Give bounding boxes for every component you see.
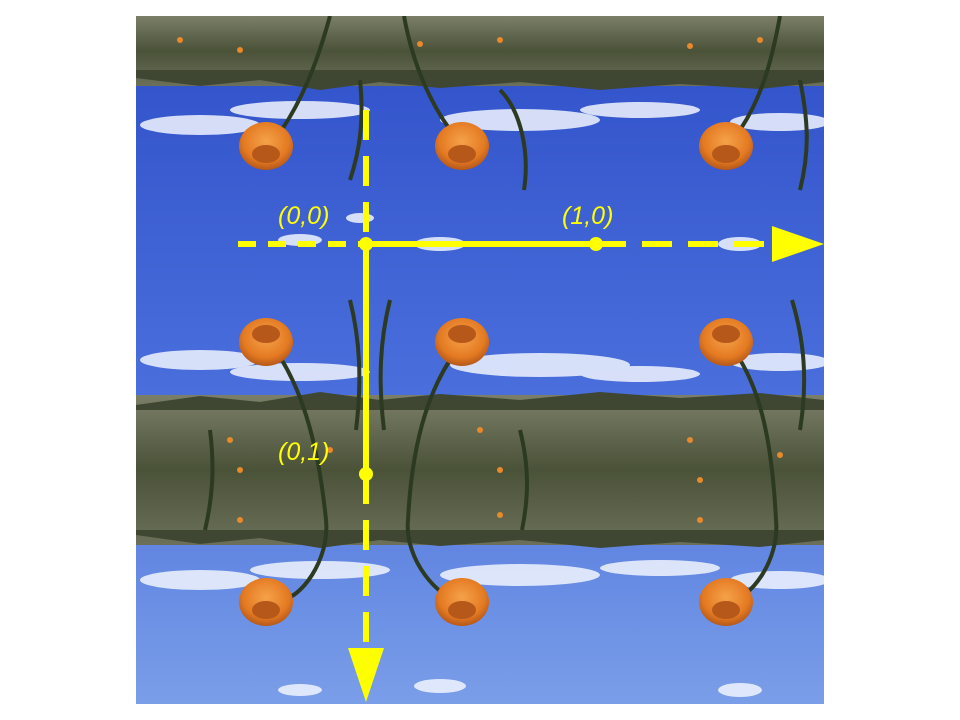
unit-x-point — [589, 237, 603, 251]
poppy-flower — [699, 318, 753, 366]
flower-stems — [203, 16, 809, 602]
unit-y-point — [359, 467, 373, 481]
mountain-ridge — [136, 392, 824, 410]
poppy-flower — [239, 318, 293, 366]
poppy-flower — [435, 578, 489, 626]
unit-x-label: (1,0) — [562, 202, 613, 230]
mountain-ridge — [136, 530, 824, 548]
tiled-photo-texture — [136, 16, 824, 704]
poppy-flower — [699, 578, 753, 626]
poppy-flower — [699, 122, 753, 170]
poppy-flower — [435, 318, 489, 366]
axes-overlay — [238, 110, 824, 702]
poppy-flower — [239, 122, 293, 170]
origin-label: (0,0) — [278, 202, 329, 230]
poppy-flower — [239, 578, 293, 626]
v-axis-arrowhead — [348, 648, 384, 702]
poppy-flower — [435, 122, 489, 170]
unit-y-label: (0,1) — [278, 438, 329, 466]
ground-band — [136, 395, 824, 545]
u-axis-arrowhead — [772, 226, 824, 262]
field-flowers — [177, 37, 783, 523]
origin-point — [359, 237, 373, 251]
